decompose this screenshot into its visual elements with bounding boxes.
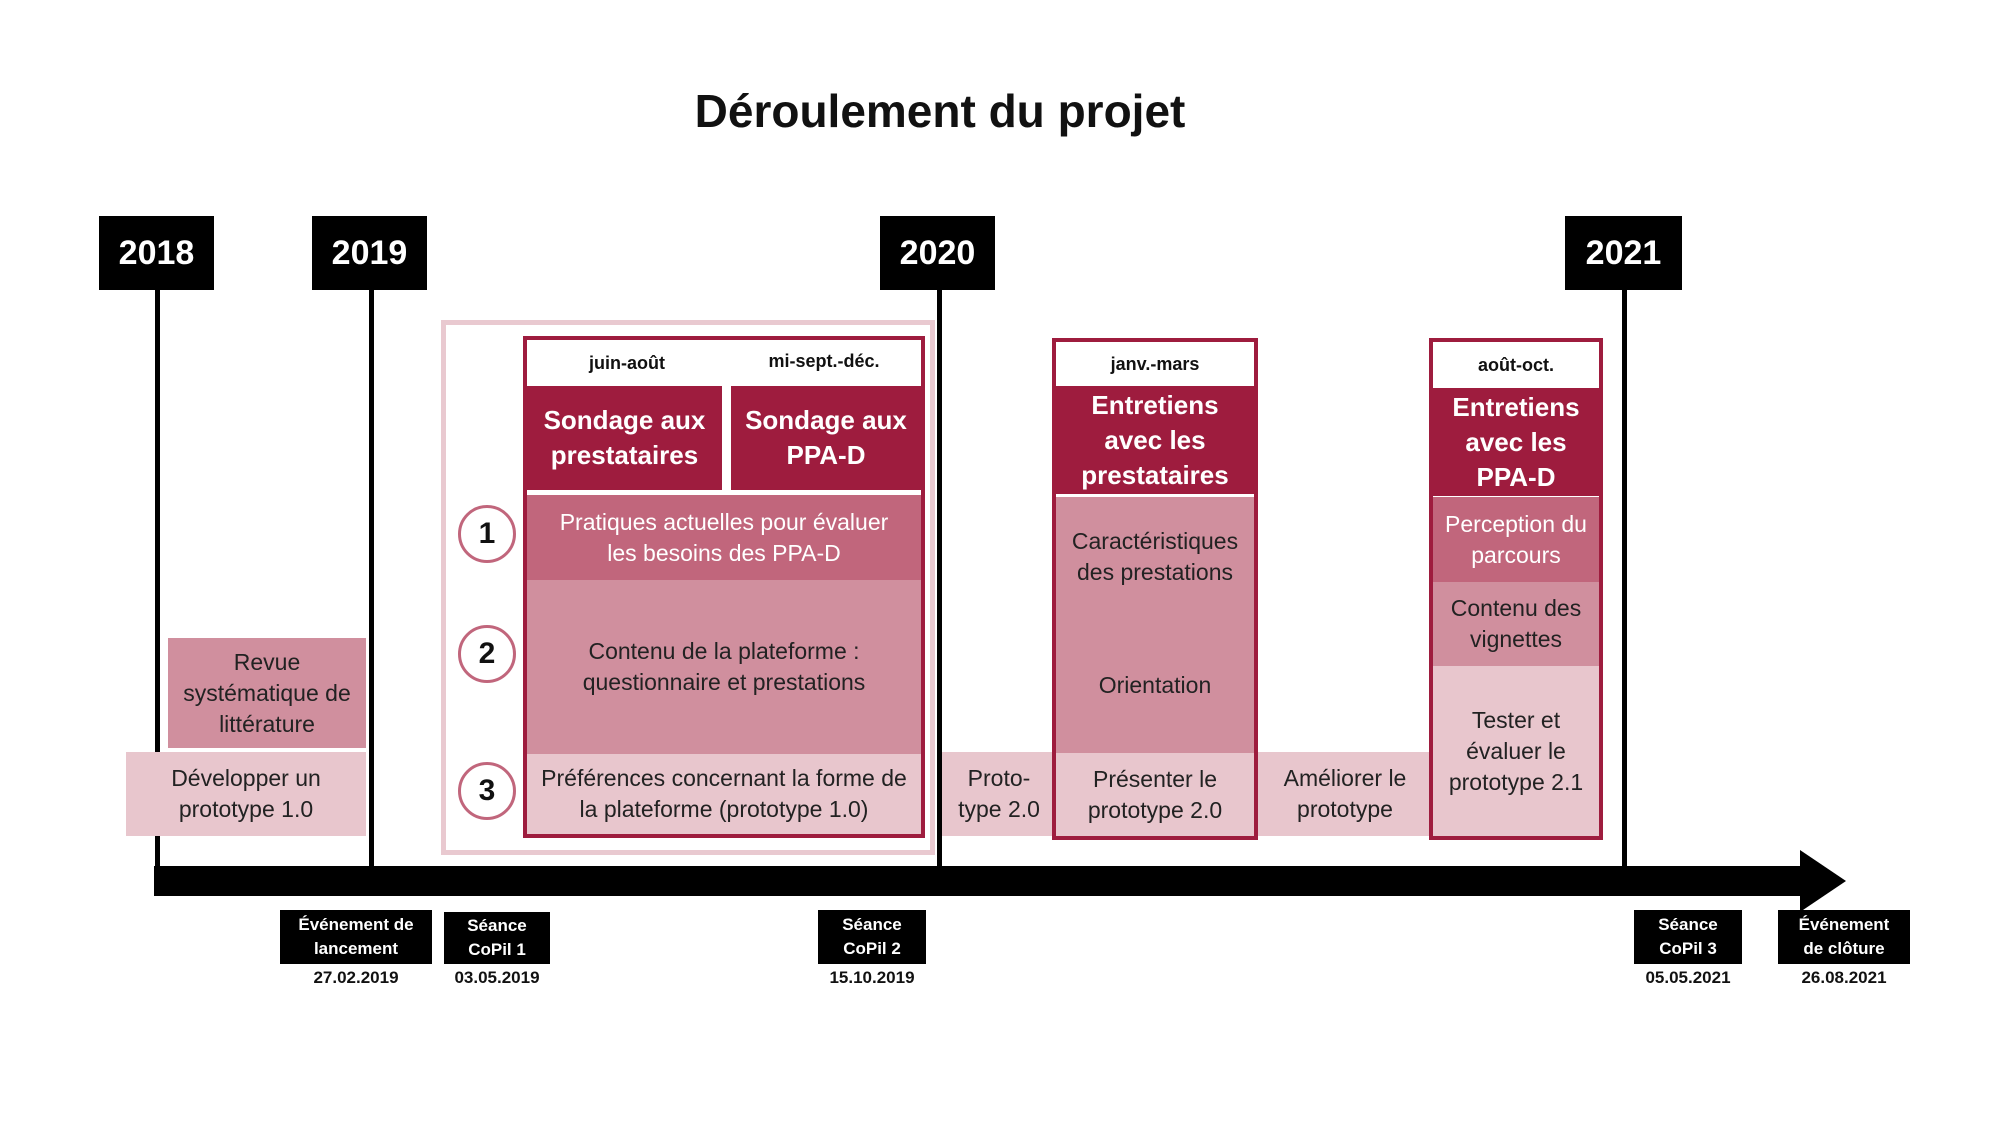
event-launch-date: 27.02.2019 bbox=[313, 968, 399, 987]
year-line-2018 bbox=[155, 288, 160, 880]
phase1-title-a: Sondage aux prestataires bbox=[527, 386, 722, 490]
event-copil-2: Séance CoPil 2 bbox=[818, 910, 926, 964]
phase1-box: juin-août mi-sept.-déc. Sondage aux pres… bbox=[523, 336, 925, 838]
event-closing-date: 26.08.2021 bbox=[1801, 968, 1887, 987]
phase3-title: Entretiens avec les PPA-D bbox=[1433, 388, 1599, 496]
phase2-item-c: Présenter le prototype 2.0 bbox=[1056, 753, 1254, 836]
phase3-item-b: Contenu des vignettes bbox=[1433, 582, 1599, 666]
event-copil-3: Séance CoPil 3 bbox=[1634, 910, 1742, 964]
phase2-item-b: Orientation bbox=[1056, 617, 1254, 753]
year-line-2020 bbox=[937, 288, 942, 880]
event-launch: Événement de lancement bbox=[280, 910, 432, 964]
phase1-header-a: juin-août bbox=[527, 340, 727, 386]
event-copil-1: Séance CoPil 1 bbox=[444, 912, 550, 964]
improve-prototype-box: Améliorer le prototype bbox=[1258, 752, 1432, 836]
step-3-badge: 3 bbox=[458, 762, 516, 820]
page-title: Déroulement du projet bbox=[694, 85, 1186, 137]
phase2-title: Entretiens avec les prestataires bbox=[1056, 386, 1254, 494]
step-1-badge: 1 bbox=[458, 505, 516, 563]
timeline-arrow-shaft bbox=[154, 866, 1804, 896]
event-copil-1-date: 03.05.2019 bbox=[454, 968, 540, 987]
phase1-item3: Préférences concernant la forme de la pl… bbox=[527, 754, 921, 834]
step-2-badge: 2 bbox=[458, 625, 516, 683]
year-line-2019 bbox=[369, 288, 374, 880]
year-2019: 2019 bbox=[312, 216, 427, 290]
phase2-item-a: Caractéristiques des prestations bbox=[1056, 497, 1254, 617]
event-copil-2-date: 15.10.2019 bbox=[829, 968, 915, 987]
develop-prototype-box: Développer un prototype 1.0 bbox=[126, 752, 366, 836]
phase3-box: août-oct. Entretiens avec les PPA-D Perc… bbox=[1429, 338, 1603, 840]
event-closing: Événement de clôture bbox=[1778, 910, 1910, 964]
phase3-header: août-oct. bbox=[1433, 342, 1599, 388]
phase2-header: janv.-mars bbox=[1056, 342, 1254, 386]
timeline-arrow-head bbox=[1800, 850, 1846, 912]
phase1-header-b: mi-sept.-déc. bbox=[727, 340, 921, 382]
phase2-box: janv.-mars Entretiens avec les prestatai… bbox=[1052, 338, 1258, 840]
phase1-frame bbox=[441, 320, 935, 855]
event-copil-3-date: 05.05.2021 bbox=[1645, 968, 1731, 987]
year-2020: 2020 bbox=[880, 216, 995, 290]
phase3-item-c: Tester et évaluer le prototype 2.1 bbox=[1433, 666, 1599, 836]
literature-review-box: Revue systématique de littérature bbox=[168, 638, 366, 748]
year-2021: 2021 bbox=[1565, 216, 1682, 290]
year-line-2021 bbox=[1622, 288, 1627, 880]
phase1-title-b: Sondage aux PPA-D bbox=[731, 386, 921, 490]
prototype-2-box: Proto-type 2.0 bbox=[942, 752, 1056, 836]
phase3-item-a: Perception du parcours bbox=[1433, 497, 1599, 582]
year-2018: 2018 bbox=[99, 216, 214, 290]
phase1-item2: Contenu de la plateforme : questionnaire… bbox=[527, 580, 921, 754]
phase1-item1: Pratiques actuelles pour évaluer les bes… bbox=[527, 495, 921, 580]
